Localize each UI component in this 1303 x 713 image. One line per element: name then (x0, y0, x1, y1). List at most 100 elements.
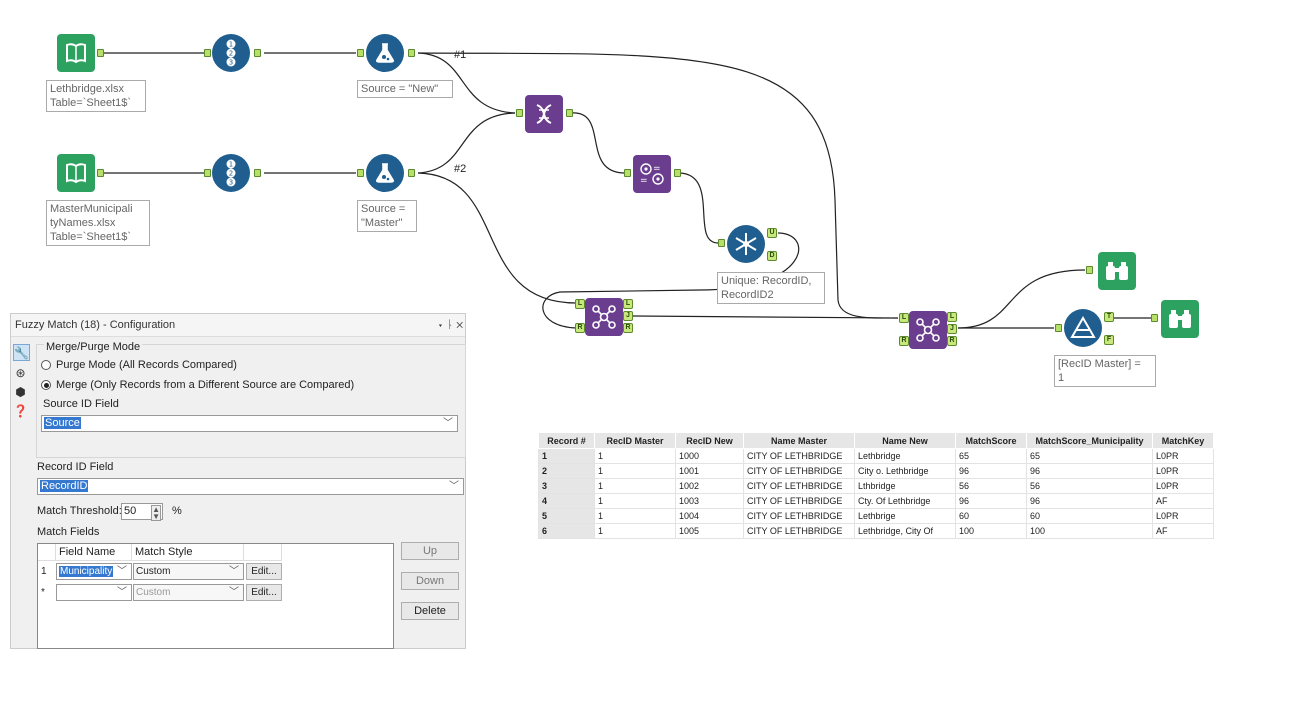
join-right-output-anchor[interactable]: R (623, 323, 633, 333)
purge-mode-radio[interactable]: Purge Mode (All Records Compared) (41, 359, 237, 371)
field-name-dropdown[interactable]: Municipality ﹀ (56, 563, 132, 580)
configuration-panel: Fuzzy Match (18) - Configuration ▾ ᚿ ✕ 🔧… (10, 313, 466, 649)
output-anchor[interactable] (566, 109, 573, 117)
filter-icon[interactable] (1064, 309, 1102, 347)
output-anchor[interactable] (254, 49, 261, 57)
table-cell: City o. Lethbridge (854, 463, 956, 479)
results-column-header[interactable]: Record # (538, 432, 595, 449)
input-anchor[interactable] (204, 49, 211, 57)
join-right-output-anchor[interactable]: R (947, 336, 957, 346)
join-icon[interactable] (909, 311, 947, 349)
browse-icon[interactable] (1098, 252, 1136, 290)
table-cell: 96 (955, 493, 1027, 509)
input-anchor[interactable] (1151, 314, 1158, 322)
input-anchor[interactable] (1055, 324, 1062, 332)
edit-button[interactable]: Edit... (246, 584, 282, 601)
spinner-arrows-icon[interactable]: ▲▼ (151, 505, 161, 521)
input-anchor[interactable] (624, 169, 631, 177)
formula-icon[interactable] (366, 34, 404, 72)
help-icon[interactable]: ❓ (13, 403, 28, 418)
table-cell: 1 (594, 493, 676, 509)
merge-mode-radio[interactable]: Merge (Only Records from a Different Sou… (41, 379, 354, 391)
source-id-dropdown[interactable]: Source ﹀ (41, 415, 458, 432)
input-anchor[interactable] (357, 49, 364, 57)
navigation-icon[interactable]: ⊛ (15, 365, 26, 380)
table-cell: 1004 (675, 508, 744, 524)
results-column-header[interactable]: MatchScore (955, 432, 1027, 449)
input-anchor[interactable] (718, 239, 725, 247)
record-id-dropdown[interactable]: RecordID ﹀ (37, 478, 464, 495)
fuzzy-match-icon[interactable]: == (633, 155, 671, 193)
wire-fuzzymatch-unique (679, 172, 719, 244)
formula-icon[interactable] (366, 154, 404, 192)
match-fields-grid: Field Name Match Style 1 Municipality ﹀ … (37, 543, 394, 649)
results-column-header[interactable]: RecID Master (594, 432, 676, 449)
duplicate-output-anchor[interactable]: D (767, 251, 777, 261)
unique-icon[interactable] (727, 225, 765, 263)
output-anchor[interactable] (408, 169, 415, 177)
join-joined-output-anchor[interactable]: J (623, 311, 633, 321)
table-cell: CITY OF LETHBRIDGE (743, 508, 855, 524)
make-group-icon[interactable] (525, 95, 563, 133)
down-button[interactable]: Down (401, 572, 459, 590)
join-right-input-anchor[interactable]: R (575, 323, 585, 333)
record-number-cell: 4 (538, 493, 595, 509)
delete-button[interactable]: Delete (401, 602, 459, 620)
filter-false-anchor[interactable]: F (1104, 335, 1114, 345)
join-left-output-anchor[interactable]: L (623, 299, 633, 309)
results-column-header[interactable]: Name Master (743, 432, 855, 449)
record-id-label: Record ID Field (37, 461, 114, 473)
results-column-header[interactable]: RecID New (675, 432, 744, 449)
up-button[interactable]: Up (401, 542, 459, 560)
filter-true-anchor[interactable]: T (1104, 312, 1114, 322)
input-anchor[interactable] (204, 169, 211, 177)
join-left-input-anchor[interactable]: L (575, 299, 585, 309)
match-style-dropdown[interactable]: Custom ﹀ (133, 563, 244, 580)
results-column-header[interactable]: Name New (854, 432, 956, 449)
output-anchor[interactable] (97, 49, 104, 57)
table-cell: 1005 (675, 523, 744, 539)
join-joined-output-anchor[interactable]: J (947, 324, 957, 334)
radio-dot-selected[interactable] (41, 380, 51, 390)
input-anchor[interactable] (516, 109, 523, 117)
match-style-header: Match Style (132, 544, 244, 561)
join-left-output-anchor[interactable]: L (947, 312, 957, 322)
join-icon[interactable] (585, 298, 623, 336)
match-threshold-spinner[interactable]: 50 ▲▼ (121, 503, 163, 521)
output-anchor[interactable] (97, 169, 104, 177)
join-right-input-anchor[interactable]: R (899, 336, 909, 346)
wrench-icon[interactable]: 🔧 (13, 344, 30, 361)
table-cell: CITY OF LETHBRIDGE (743, 493, 855, 509)
input-data-icon[interactable] (57, 154, 95, 192)
unique-output-anchor[interactable]: U (767, 228, 777, 238)
table-cell: 56 (955, 478, 1027, 494)
input-anchor[interactable] (1086, 266, 1093, 274)
output-anchor[interactable] (408, 49, 415, 57)
join-left-input-anchor[interactable]: L (899, 313, 909, 323)
input-data-icon[interactable] (57, 34, 95, 72)
output-anchor[interactable] (674, 169, 681, 177)
tag-icon[interactable]: ⬢ (15, 384, 26, 399)
record-number-cell: 2 (538, 463, 595, 479)
match-style-dropdown[interactable]: Custom ﹀ (133, 584, 244, 601)
browse-icon[interactable] (1161, 300, 1199, 338)
radio-dot[interactable] (41, 360, 51, 370)
edit-button[interactable]: Edit... (246, 563, 282, 580)
input-anchor[interactable] (357, 169, 364, 177)
panel-window-controls[interactable]: ▾ ᚿ ✕ (437, 319, 463, 331)
formula2-annotation: Source = "Master" (357, 200, 417, 232)
results-column-header[interactable]: MatchKey (1152, 432, 1214, 449)
field-name-dropdown[interactable]: ﹀ (56, 584, 132, 601)
results-column-header[interactable]: MatchScore_Municipality (1026, 432, 1153, 449)
output-anchor[interactable] (254, 169, 261, 177)
